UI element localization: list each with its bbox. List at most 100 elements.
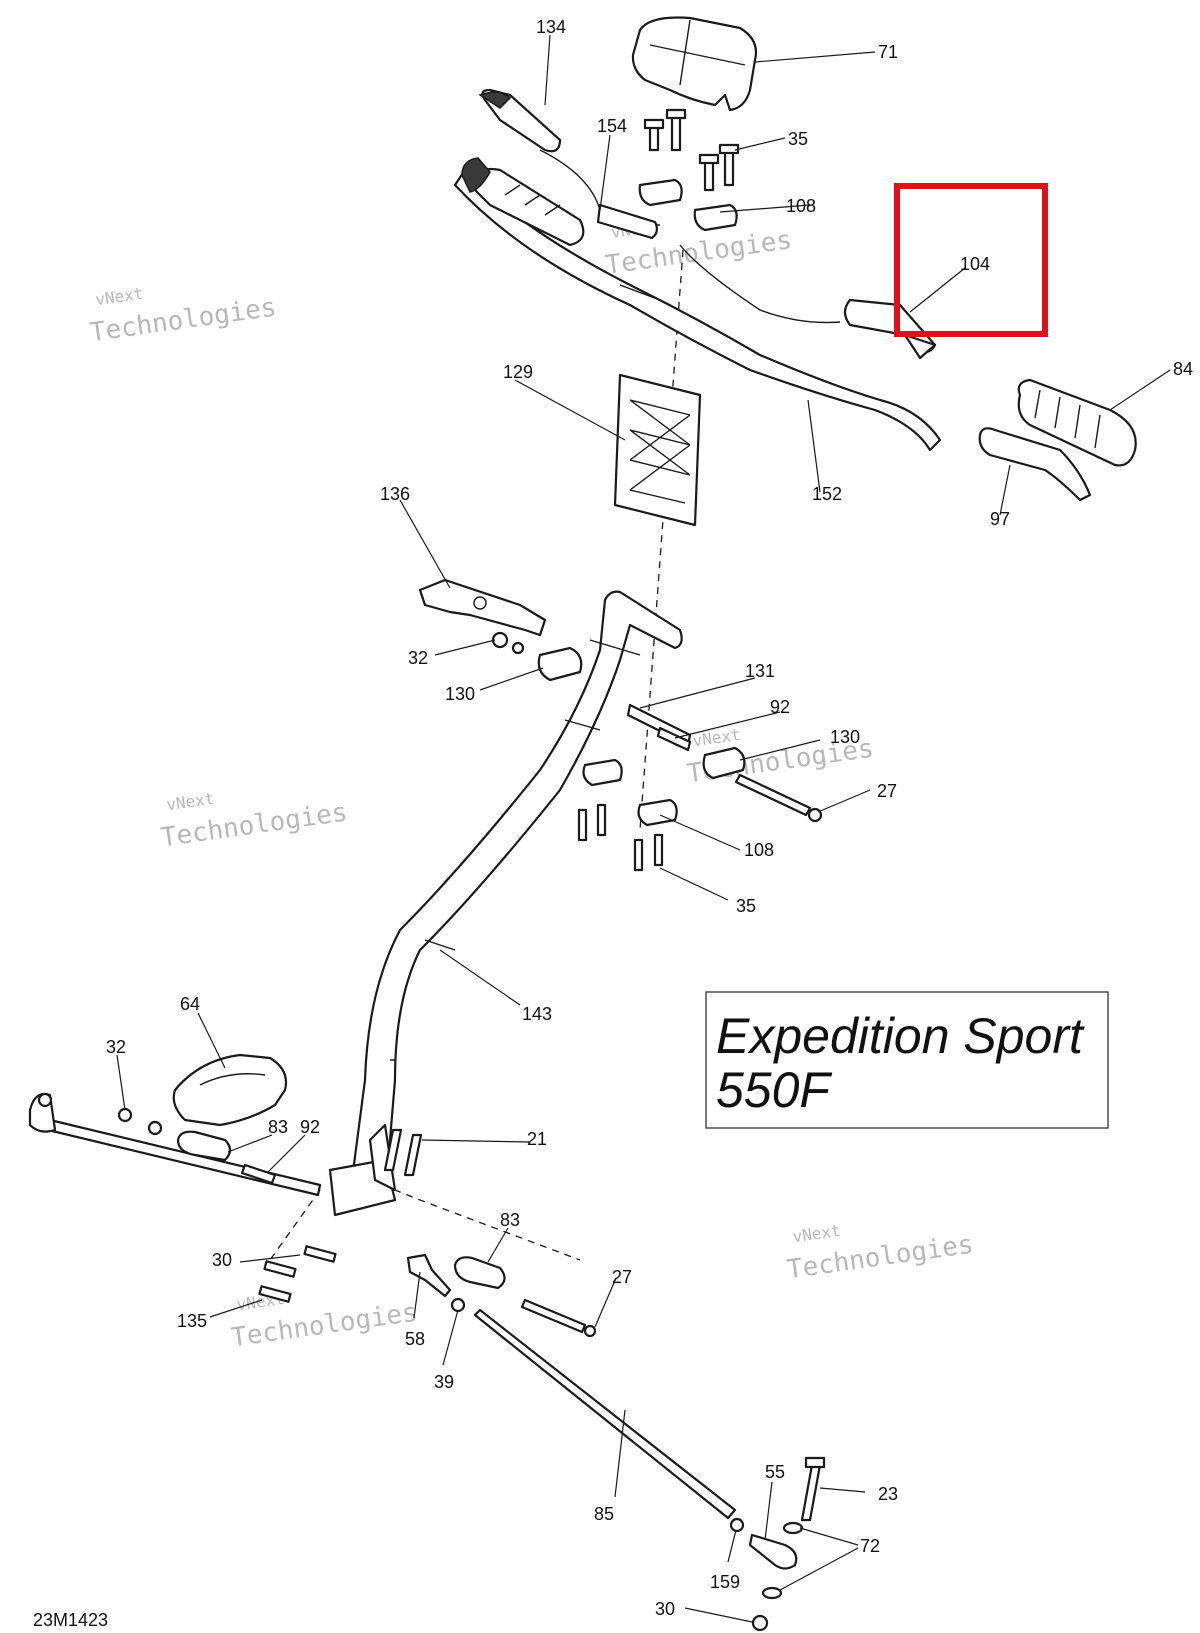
model-name: Expedition Sport: [716, 1008, 1085, 1064]
callout-27: 27: [612, 1267, 632, 1287]
callout-108: 108: [786, 196, 816, 216]
callout-27: 27: [877, 781, 897, 801]
handlebar-end-part: [843, 298, 937, 360]
watermark: vNext Technologies: [785, 1221, 975, 1286]
leader-lines: [116, 34, 1171, 1623]
mounting-plate: [418, 578, 547, 637]
clamp-130-left: [537, 646, 583, 682]
assembly-axis: [639, 249, 684, 831]
clamp-lower-right: [637, 798, 678, 827]
washer: [511, 641, 525, 655]
bushing: [263, 1260, 297, 1278]
bolt-head: [583, 1324, 597, 1338]
callout-130: 130: [445, 684, 475, 704]
callout-23: 23: [878, 1484, 898, 1504]
diagram-code: 23M1423: [33, 1610, 108, 1630]
callout-58: 58: [405, 1329, 425, 1349]
watermark: vNext Technologies: [159, 789, 349, 854]
screw-set-top: [643, 108, 740, 192]
callout-92: 92: [300, 1117, 320, 1137]
tie-rod-end-58: [406, 1253, 452, 1298]
bar-protector: [613, 373, 702, 527]
callout-84: 84: [1173, 359, 1193, 379]
callout-104: 104: [960, 254, 990, 274]
callout-83: 83: [500, 1210, 520, 1230]
assembly-axis-lower: [369, 1179, 581, 1261]
callout-64: 64: [180, 994, 200, 1014]
bolt-27-lower: [520, 1298, 587, 1334]
clamp-top-left: [638, 178, 683, 207]
svg-text:vNext: vNext: [791, 1221, 841, 1247]
watermark: vNext Technologies: [229, 1289, 419, 1354]
handlebar-pad: [631, 16, 758, 112]
washer-72: [782, 1521, 804, 1535]
highlight-box: [894, 183, 1048, 337]
clamp-83-right: [453, 1256, 506, 1290]
heating-element: [478, 88, 562, 153]
nut-39: [450, 1297, 466, 1313]
callout-71: 71: [878, 42, 898, 62]
callout-21: 21: [527, 1129, 547, 1149]
callout-72: 72: [860, 1536, 880, 1556]
pin-92-left: [240, 1163, 277, 1185]
callout-30: 30: [212, 1250, 232, 1270]
nut-30: [751, 1614, 769, 1632]
callout-97: 97: [990, 509, 1010, 529]
bushing: [303, 1245, 337, 1263]
handlebar: [453, 168, 942, 452]
callout-30: 30: [655, 1599, 675, 1619]
callout-129: 129: [503, 362, 533, 382]
callout-136: 136: [380, 484, 410, 504]
callout-32: 32: [106, 1037, 126, 1057]
nut-159: [729, 1517, 745, 1533]
heater-wire-connector: [596, 203, 659, 240]
callout-92: 92: [770, 697, 790, 717]
grip-sleeve: [978, 427, 1092, 502]
tie-rod-left: [28, 1092, 322, 1197]
screw-set-lower: [577, 803, 664, 872]
clamp-lower-left: [582, 758, 623, 787]
callout-135: 135: [177, 1311, 207, 1331]
tie-rod-85: [473, 1308, 737, 1520]
bushing: [258, 1285, 292, 1303]
callout-134: 134: [536, 17, 566, 37]
bolt-head: [804, 1456, 826, 1469]
callout-159: 159: [710, 1572, 740, 1592]
boot-cover: [172, 1053, 288, 1127]
callout-55: 55: [765, 1462, 785, 1482]
clamp-83-left: [176, 1130, 232, 1162]
watermark: vNext Technologies: [88, 284, 278, 349]
callout-39: 39: [434, 1372, 454, 1392]
clamp-130-right: [702, 746, 746, 780]
callout-32: 32: [408, 648, 428, 668]
cable: [679, 244, 841, 324]
svg-text:vNext: vNext: [94, 284, 144, 310]
bolt-27-upper: [734, 773, 812, 817]
cover-detail: [199, 1073, 266, 1086]
model-box: Expedition Sport 550F: [705, 991, 1109, 1129]
callout-35: 35: [736, 896, 756, 916]
nut: [491, 631, 509, 649]
callout-131: 131: [745, 661, 775, 681]
plate-hole: [473, 596, 487, 610]
model-variant: 550F: [716, 1062, 832, 1118]
bolt-head: [807, 807, 823, 823]
callout-143: 143: [522, 1004, 552, 1024]
nut: [117, 1107, 133, 1123]
clamp-top-right: [693, 203, 738, 232]
assembly-axis-left: [269, 1189, 321, 1261]
callout-85: 85: [594, 1504, 614, 1524]
bolt-21a: [383, 1128, 403, 1172]
bolt-23: [800, 1463, 822, 1522]
svg-text:vNext: vNext: [165, 789, 215, 815]
nut: [147, 1120, 163, 1136]
callout-83: 83: [268, 1117, 288, 1137]
callout-154: 154: [597, 116, 627, 136]
bolt-21b: [403, 1133, 423, 1177]
washer-72: [761, 1586, 783, 1600]
left-grip: [461, 157, 585, 247]
callout-108: 108: [744, 840, 774, 860]
svg-text:vNext: vNext: [691, 725, 741, 751]
callouts: 134 71 154 35 108 104 129 84 152 97 136 …: [106, 17, 1193, 1619]
